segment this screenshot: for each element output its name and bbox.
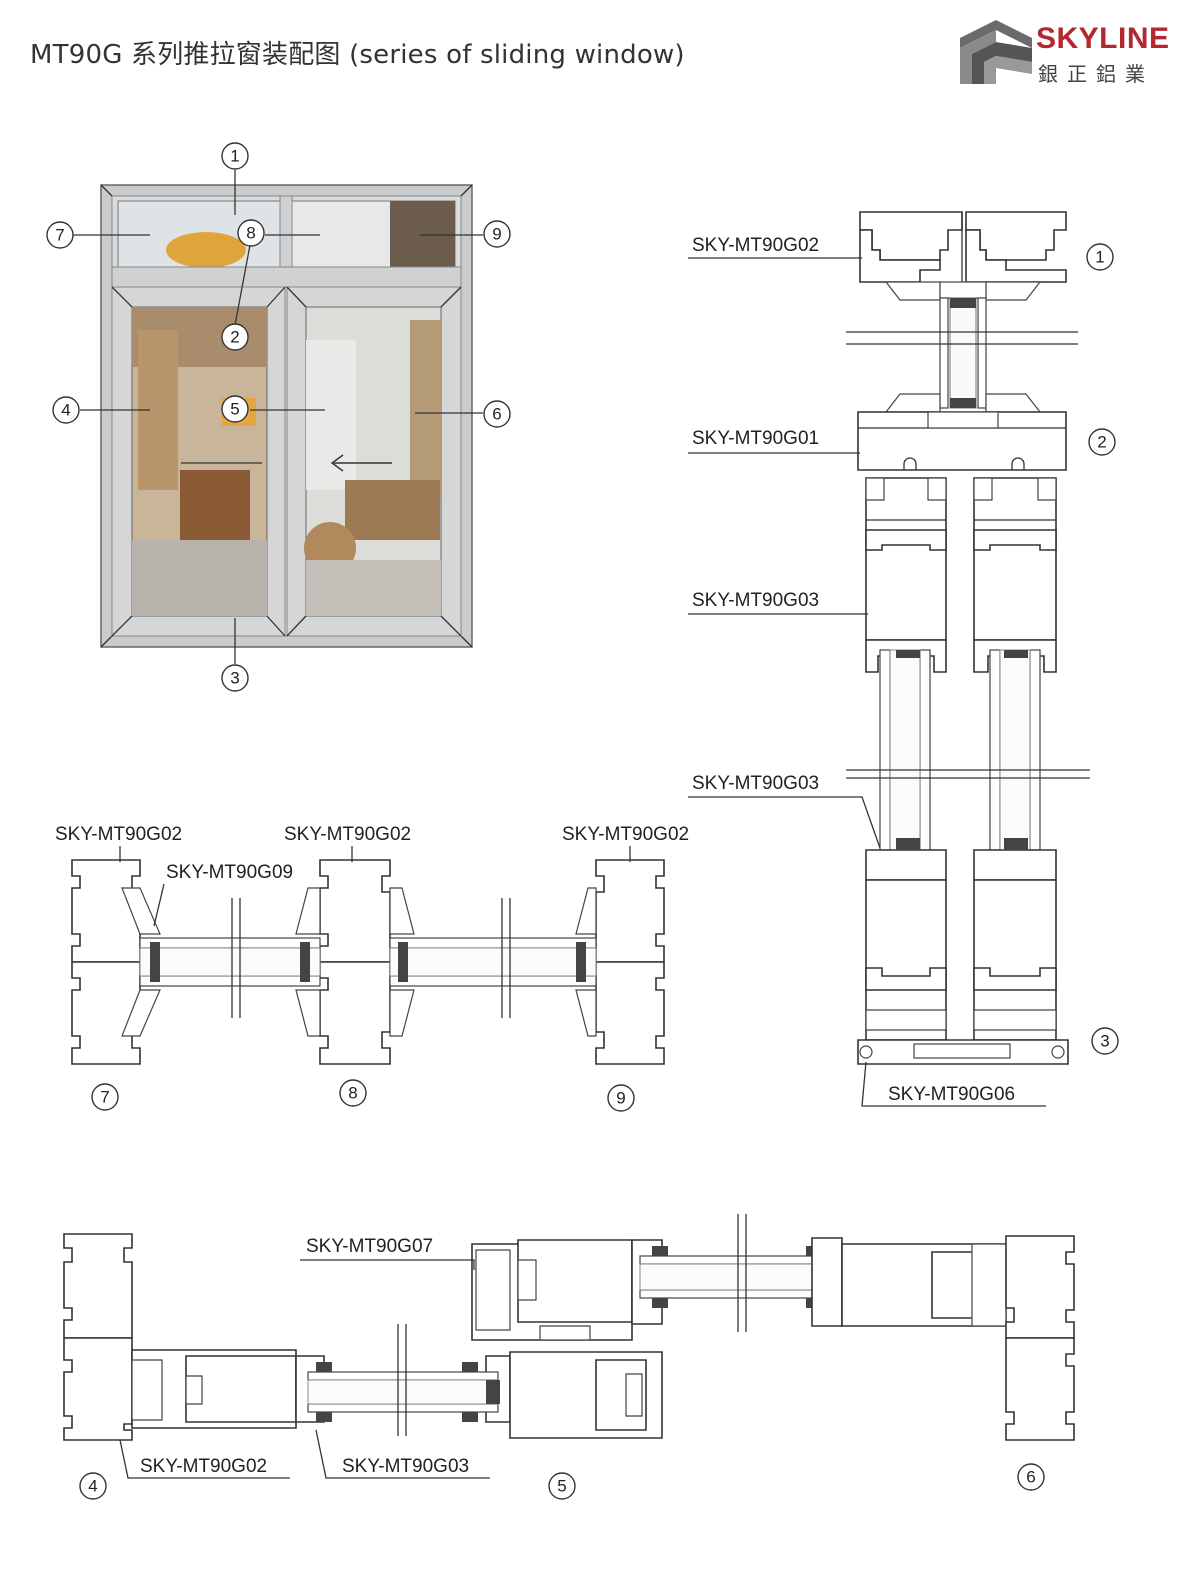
horizontal-section-bottom <box>63 1214 1075 1441</box>
callout-3: 3 <box>221 664 249 692</box>
label-g02-4: SKY-MT90G02 <box>140 1456 267 1477</box>
svg-text:4: 4 <box>88 1477 97 1496</box>
callout-2: 2 <box>221 323 249 351</box>
callout-h6: 6 <box>1017 1463 1045 1491</box>
callout-h9: 9 <box>607 1084 635 1112</box>
callout-5: 5 <box>221 395 249 423</box>
svg-text:1: 1 <box>1095 248 1104 267</box>
callout-h4: 4 <box>79 1472 107 1500</box>
label-g03-upper: SKY-MT90G03 <box>692 590 819 611</box>
callout-h8: 8 <box>339 1079 367 1107</box>
brand-subtitle: 銀正鋁業 <box>1038 62 1154 86</box>
label-g03-lower: SKY-MT90G03 <box>692 773 819 794</box>
horizontal-bottom-labels: SKY-MT90G07 SKY-MT90G02 SKY-MT90G03 <box>119 1236 490 1479</box>
callout-9: 9 <box>483 220 511 248</box>
brand-name: SKYLINE <box>1036 22 1170 55</box>
svg-text:5: 5 <box>230 400 239 419</box>
svg-text:8: 8 <box>348 1084 357 1103</box>
label-g02-8: SKY-MT90G02 <box>284 824 411 845</box>
horizontal-top-labels: SKY-MT90G02 SKY-MT90G09 SKY-MT90G02 SKY-… <box>55 824 689 927</box>
svg-text:3: 3 <box>230 669 239 688</box>
callout-1: 1 <box>221 142 249 170</box>
svg-text:5: 5 <box>557 1477 566 1496</box>
label-g02-top: SKY-MT90G02 <box>692 235 819 256</box>
skyline-logo-icon <box>960 20 1032 84</box>
horizontal-section-top <box>71 859 665 1065</box>
vertical-section-labels: SKY-MT90G02 SKY-MT90G01 SKY-MT90G03 SKY-… <box>688 235 1046 1107</box>
page-title: MT90G 系列推拉窗装配图 (series of sliding window… <box>30 40 685 70</box>
svg-text:2: 2 <box>1097 433 1106 452</box>
svg-text:1: 1 <box>230 147 239 166</box>
callout-8: 8 <box>237 219 265 247</box>
svg-text:8: 8 <box>246 224 255 243</box>
svg-text:9: 9 <box>616 1089 625 1108</box>
callout-v1: 1 <box>1086 243 1114 271</box>
label-g07: SKY-MT90G07 <box>306 1236 433 1257</box>
callout-7: 7 <box>46 221 74 249</box>
callout-4: 4 <box>52 396 80 424</box>
label-g09: SKY-MT90G09 <box>166 862 293 883</box>
svg-text:6: 6 <box>492 405 501 424</box>
label-g02-7: SKY-MT90G02 <box>55 824 182 845</box>
callout-h5: 5 <box>548 1472 576 1500</box>
callout-v3: 3 <box>1091 1027 1119 1055</box>
elevation-leaders <box>73 170 483 664</box>
window-elevation <box>100 184 473 648</box>
label-g01: SKY-MT90G01 <box>692 428 819 449</box>
label-g06: SKY-MT90G06 <box>888 1084 1015 1105</box>
label-g03-5: SKY-MT90G03 <box>342 1456 469 1477</box>
svg-text:9: 9 <box>492 225 501 244</box>
svg-text:2: 2 <box>230 328 239 347</box>
vertical-section <box>846 211 1090 1065</box>
svg-text:6: 6 <box>1026 1468 1035 1487</box>
svg-text:4: 4 <box>61 401 70 420</box>
brand-logo: SKYLINE 銀正鋁業 <box>958 18 1188 88</box>
callout-v2: 2 <box>1088 428 1116 456</box>
svg-text:7: 7 <box>100 1088 109 1107</box>
label-g02-9: SKY-MT90G02 <box>562 824 689 845</box>
svg-text:7: 7 <box>55 226 64 245</box>
callout-h7: 7 <box>91 1083 119 1111</box>
svg-text:3: 3 <box>1100 1032 1109 1051</box>
callout-6: 6 <box>483 400 511 428</box>
